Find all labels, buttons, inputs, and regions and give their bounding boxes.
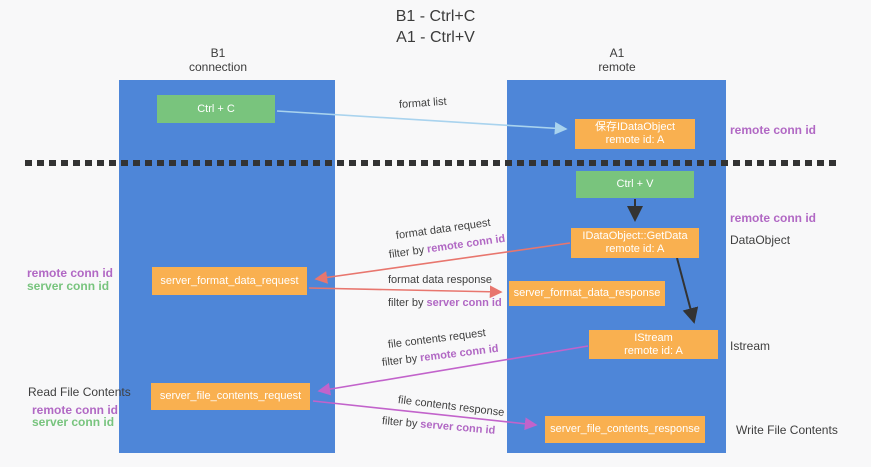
filter-by-text: filter by	[388, 244, 425, 261]
session-divider-dashed-line	[25, 160, 838, 166]
column-b1-subtitle: connection	[188, 60, 248, 74]
left-server-conn-id-label-2: server conn id	[32, 415, 115, 429]
remote-conn-id-key: remote conn id	[426, 232, 507, 256]
server-format-data-response-label: server_format_data_response	[513, 287, 661, 299]
write-file-contents-label: Write File Contents	[736, 423, 838, 437]
left-server-conn-id-label-1: server conn id	[27, 279, 110, 293]
filter-by-text: filter by	[381, 415, 418, 431]
server-conn-id-key: server conn id	[426, 297, 502, 309]
server-format-data-request-label: server_format_data_request	[160, 274, 299, 287]
server-format-data-response-node: server_format_data_response	[509, 281, 665, 306]
title-line-1: B1 - Ctrl+C	[395, 8, 476, 25]
server-file-contents-response-node: server_file_contents_response	[545, 416, 705, 443]
right-remote-conn-id-label-1: remote conn id	[730, 123, 817, 137]
format-data-response-label: format data response	[388, 274, 492, 286]
column-header-b1: B1 connection	[148, 46, 288, 74]
column-b1-name: B1	[210, 46, 226, 60]
istream-side-label: Istream	[730, 339, 771, 353]
istream-line2: remote id: A	[624, 344, 683, 357]
server-conn-id-key: server conn id	[419, 418, 496, 437]
ctrl-c-node: Ctrl + C	[157, 95, 275, 123]
right-remote-conn-id-label-2: remote conn id	[730, 211, 817, 225]
filter-by-text: filter by	[381, 352, 418, 369]
left-remote-conn-id-label-1: remote conn id	[27, 266, 114, 280]
getdata-line2: remote id: A	[605, 243, 665, 255]
format-list-label: format list	[398, 95, 447, 111]
column-a1-subtitle: remote	[598, 60, 636, 74]
server-file-contents-response-label: server_file_contents_response	[550, 423, 700, 435]
server-format-data-request-node: server_format_data_request	[152, 267, 307, 295]
save-dataobject-line1: 保存IDataObject	[594, 121, 676, 133]
ctrl-v-label: Ctrl + V	[616, 178, 654, 190]
istream-line1: IStream	[634, 331, 673, 344]
remote-conn-id-key: remote conn id	[419, 342, 500, 365]
save-dataobject-node: 保存IDataObject remote id: A	[575, 119, 695, 149]
dataobject-label: DataObject	[730, 233, 791, 247]
read-file-contents-label: Read File Contents	[28, 385, 131, 399]
istream-node: IStream remote id: A	[589, 330, 718, 359]
ctrl-v-node: Ctrl + V	[576, 171, 694, 198]
file-contents-response-label: file contents response	[397, 394, 505, 419]
ctrl-c-label: Ctrl + C	[197, 102, 235, 115]
left-remote-conn-id-label-2: remote conn id	[32, 403, 119, 417]
getdata-node: IDataObject::GetData remote id: A	[571, 228, 699, 258]
save-dataobject-line2: remote id: A	[605, 134, 665, 146]
getdata-line1: IDataObject::GetData	[582, 230, 688, 242]
server-file-contents-request-node: server_file_contents_request	[151, 383, 310, 410]
format-data-response-arrow	[308, 285, 503, 299]
filter-by-text: filter by	[388, 297, 424, 309]
title-line-2: A1 - Ctrl+V	[396, 29, 475, 46]
column-a1-name: A1	[609, 46, 625, 60]
diagram-title: B1 - Ctrl+C A1 - Ctrl+V	[0, 6, 871, 48]
server-file-contents-request-label: server_file_contents_request	[159, 390, 302, 402]
column-header-a1: A1 remote	[547, 46, 687, 74]
